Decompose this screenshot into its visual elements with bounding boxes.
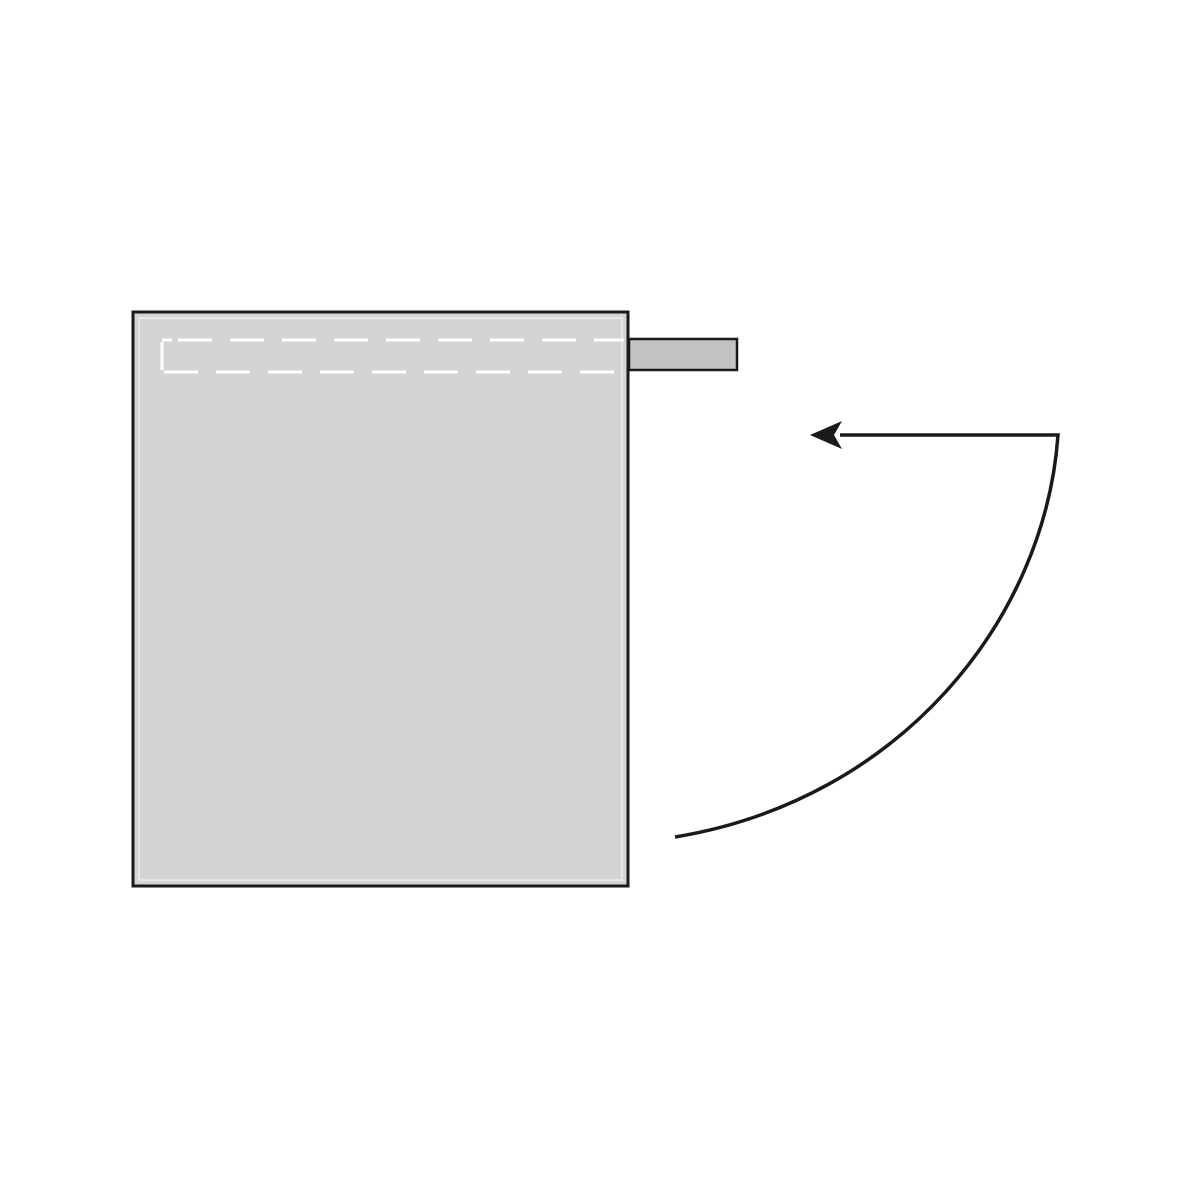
arrow-curve	[674, 433, 1060, 839]
ribbon-tab	[627, 337, 739, 372]
stitch-lines	[160, 338, 624, 374]
arrowhead-icon	[810, 421, 842, 449]
fold-direction-arrow	[674, 421, 1060, 839]
fabric-panel	[131, 310, 630, 888]
fabric-panel-body	[131, 310, 630, 888]
fabric-panel-inner-edge	[138, 317, 623, 881]
